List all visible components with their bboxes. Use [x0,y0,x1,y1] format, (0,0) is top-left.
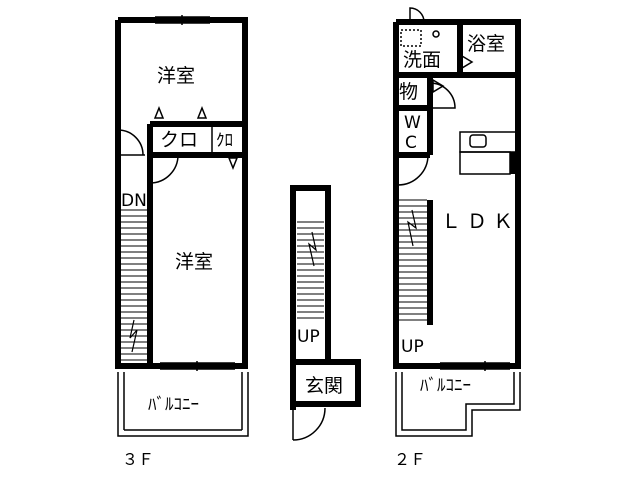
floor-2-stairs [399,199,427,321]
bathroom-label: 浴室 [467,33,505,55]
entrance-door-swing [292,407,326,441]
floor-3-thin-lines [117,15,249,437]
stair-block-treads [297,221,324,319]
room-label-upper-western: 洋室 [157,65,195,87]
floor-3-stairs [121,209,147,361]
floor-label-3f: ３Ｆ [122,450,154,469]
wc-label-w: W [404,113,421,133]
stair-down-label: DN [121,191,147,211]
ldk-label: ＬＤＫ [441,209,519,233]
kitchen-wall-stub [510,152,518,174]
floor-3: 洋室 洋室 クロ ｸﾛ DN ﾊﾞﾙｺﾆｰ ３Ｆ [115,15,249,469]
washroom-label: 洗面 [403,49,441,71]
floor-2-walls [393,19,521,369]
closet-label-main: クロ [160,129,198,151]
floor-2-thin-lines [395,7,521,437]
entrance-label: 玄関 [305,375,343,397]
stair-up-label-2f: UP [401,337,424,357]
floor-label-2f: ２Ｆ [394,450,426,469]
storage-label: 物 [399,81,418,103]
closet-label-small: ｸﾛ [216,131,233,151]
balcony-label-3f: ﾊﾞﾙｺﾆｰ [148,395,199,415]
stair-entrance-block: UP 玄関 [290,185,361,441]
stair-block-walls [290,185,361,410]
room-label-lower-western: 洋室 [175,251,213,273]
floor-2: 洗面 浴室 物 W C ＬＤＫ UP ﾊﾞﾙｺﾆｰ ２Ｆ [393,7,521,469]
balcony-label-2f: ﾊﾞﾙｺﾆｰ [420,376,471,396]
stair-up-label-block: UP [297,327,320,347]
wc-label-c: C [405,133,417,153]
